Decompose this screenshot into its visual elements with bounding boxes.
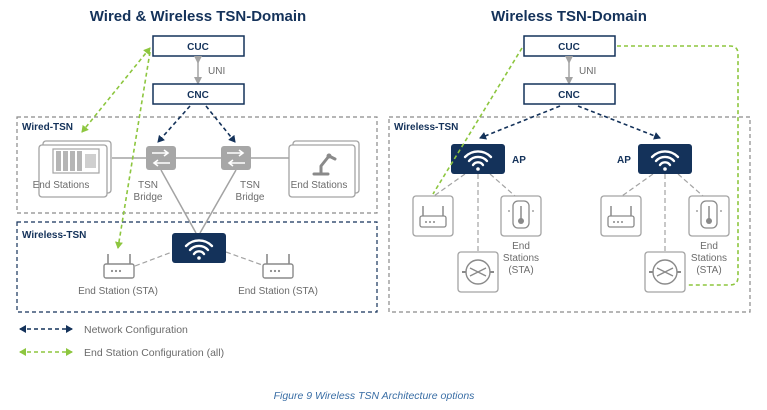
legend: Network Configuration End Station Config… [19,324,224,359]
ap-right-link-router [621,173,654,197]
sta-left-label: End Station (STA) [78,286,158,297]
cuc-to-end-stations-green-arrow [81,47,151,133]
tsn-bridge-left-label-2: Bridge [134,192,163,203]
link-bridge-right-ap [199,169,237,234]
end-stations-right-icon: End Stations [288,140,360,198]
sta-left-label-2: Stations [503,253,539,264]
end-stations-left-icon: End Stations [33,140,112,198]
cnc-to-ap-left-arrow [479,105,561,140]
end-stations-right-label: End Stations [291,180,348,191]
wireless-tsn-domain-left [16,221,378,313]
left-diagram: Wired & Wireless TSN-Domain CUC UNI CNC … [16,8,378,313]
tsn-bridge-left-icon [146,146,176,170]
left-cnc-label: CNC [187,90,209,101]
sta-right-label-1: End [700,241,718,252]
sta-right-label-3: (STA) [696,265,721,276]
wireless-link-sta-right [225,251,266,267]
sensor-left-icon [500,195,542,237]
end-stations-left-label: End Stations [33,180,90,191]
wireless-link-sta-left [134,251,173,267]
cuc-to-sta-green-arrow [115,51,151,249]
ap-right-link-sensor [677,173,704,197]
right-uni-label: UNI [579,66,596,77]
cuc-to-router-green-line [432,47,523,195]
link-bridge-left-ap [160,169,197,234]
ap-right-label: AP [617,155,631,166]
ap-left-link-sensor [489,173,516,197]
cnc-to-bridge-left-arrow [157,105,191,143]
left-cuc-box: CUC [152,35,245,57]
sta-right-label-2: Stations [691,253,727,264]
wireless-tsn-label-left: Wireless-TSN [22,230,86,241]
left-diagram-title: Wired & Wireless TSN-Domain [90,8,306,25]
figure-caption: Figure 9 Wireless TSN Architecture optio… [274,390,476,402]
valve-right-icon [644,251,686,293]
tsn-bridge-left-label-1: TSN [138,180,158,191]
ap-left-icon [451,144,505,174]
sensor-right-icon [688,195,730,237]
right-cuc-box: CUC [523,35,616,57]
wireless-tsn-domain-right [388,116,751,313]
left-uni-label: UNI [208,66,225,77]
tsn-bridge-right-label-2: Bridge [236,192,265,203]
sta-left-label-3: (STA) [508,265,533,276]
sta-left-label-1: End [512,241,530,252]
right-cnc-box: CNC [523,83,616,105]
wireless-tsn-label-right: Wireless-TSN [394,122,458,133]
right-diagram: Wireless TSN-Domain CUC UNI CNC Wireless… [388,8,751,313]
ap-left-link-router [433,173,466,197]
wired-tsn-label: Wired-TSN [22,122,73,133]
left-cnc-box: CNC [152,83,245,105]
sta-router-left-icon [103,254,135,279]
legend-end-station-label: End Station Configuration (all) [84,347,224,359]
wired-tsn-domain [16,116,378,214]
router-right-icon [600,195,642,237]
router-left-icon [412,195,454,237]
ap-left-label: AP [512,155,526,166]
right-diagram-title: Wireless TSN-Domain [491,8,647,25]
tsn-bridge-right-icon [221,146,251,170]
cnc-to-bridge-right-arrow [205,105,236,143]
sta-right-label: End Station (STA) [238,286,318,297]
cnc-to-ap-right-arrow [577,105,661,140]
left-cuc-label: CUC [187,42,209,53]
right-cuc-label: CUC [558,42,580,53]
ap-right-icon [638,144,692,174]
sta-router-right-icon [262,254,294,279]
legend-network-label: Network Configuration [84,324,188,336]
wireless-ap-left-diagram [172,233,226,263]
tsn-bridge-right-label-1: TSN [240,180,260,191]
right-cnc-label: CNC [558,90,580,101]
cuc-to-valve-green-line [617,45,739,286]
valve-left-icon [457,251,499,293]
